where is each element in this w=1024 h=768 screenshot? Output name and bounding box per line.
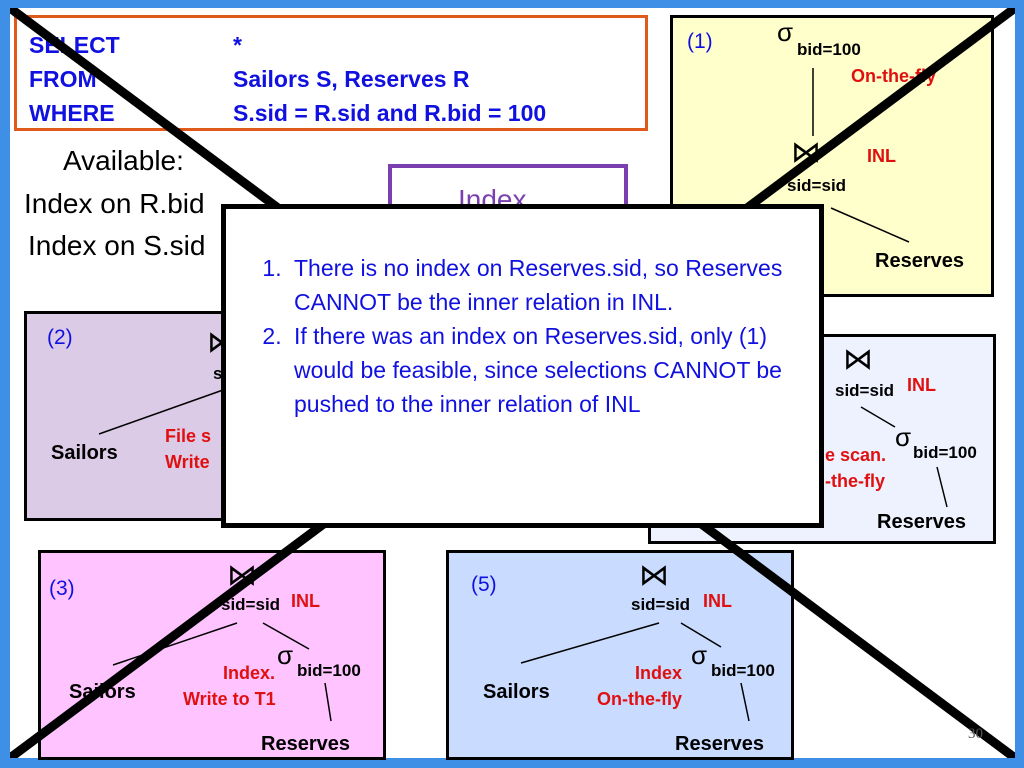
plan-2-select-method-line2: Write	[165, 452, 210, 472]
plan-4-select-method-line2: -the-fly	[825, 471, 885, 491]
sql-select-value: *	[233, 32, 242, 58]
plan-5-join-method: INL	[703, 591, 732, 611]
available-index-ssid: Index on S.sid	[28, 230, 206, 261]
plan-4-join-condition: sid=sid	[835, 381, 895, 400]
plan-5-label: (5)	[471, 573, 497, 596]
plan-1-join-method: INL	[867, 146, 896, 166]
plan-1-label: (1)	[687, 30, 713, 53]
plan-5-tree-edges	[520, 622, 750, 722]
plan-5-join-condition: sid=sid	[631, 595, 691, 614]
plan-1-select-method: On-the-fly	[851, 66, 936, 86]
plan-5-select-symbol: σ	[691, 640, 708, 670]
sql-where-keyword: WHERE	[29, 100, 115, 126]
plan-3-left-leaf: Sailors	[69, 681, 136, 703]
sql-where-value: S.sid = R.sid and R.bid = 100	[233, 100, 547, 126]
plan-3-tree-edges	[112, 622, 332, 722]
plan-3-join-symbol: ⋈	[227, 559, 257, 592]
plan-2-label: (2)	[47, 326, 73, 349]
sql-from-value: Sailors S, Reserves R	[233, 66, 470, 92]
plan-3-right-leaf: Reserves	[261, 733, 350, 755]
plan-1-join-symbol: ⋈	[791, 136, 821, 169]
plan-3-label: (3)	[49, 577, 75, 600]
plan-5-join-symbol: ⋈	[639, 559, 669, 592]
slide-canvas: SELECT * FROM Sailors S, Reserves R WHER…	[10, 8, 1015, 760]
plan-3-join-condition: sid=sid	[221, 595, 281, 614]
plan-5-panel: (5) ⋈ sid=sid INL σ bid=100 Index On-the…	[446, 550, 794, 760]
plan-4-select-method-line1: e scan.	[825, 445, 887, 465]
plan-3-select-symbol: σ	[277, 640, 294, 670]
plan-3-select-method-line1: Index.	[223, 663, 276, 683]
available-index-rbid: Index on R.bid	[24, 188, 205, 219]
sql-select-keyword: SELECT	[29, 32, 120, 58]
plan-1-join-condition: sid=sid	[787, 176, 847, 195]
plan-5-select-method-line1: Index	[635, 663, 683, 683]
plan-4-select-condition: bid=100	[913, 443, 977, 462]
available-title: Available:	[63, 145, 184, 176]
plan-5-select-condition: bid=100	[711, 661, 775, 680]
plan-3-panel: (3) ⋈ sid=sid INL σ bid=100 Index. Write…	[38, 550, 386, 760]
plan-4-right-leaf: Reserves	[877, 511, 966, 533]
plan-2-select-method-line1: File s	[165, 426, 212, 446]
plan-3-select-method-line2: Write to T1	[183, 689, 276, 709]
plan-4-select-symbol: σ	[895, 422, 912, 452]
plan-2-left-leaf: Sailors	[51, 442, 118, 464]
sql-from-keyword: FROM	[29, 66, 97, 92]
explanation-item-1: There is no index on Reserves.sid, so Re…	[288, 251, 819, 319]
page-number: 30	[968, 726, 983, 742]
plan-3-join-method: INL	[291, 591, 320, 611]
plan-4-join-method: INL	[907, 375, 936, 395]
plan-5-left-leaf: Sailors	[483, 681, 550, 703]
explanation-note-box: There is no index on Reserves.sid, so Re…	[221, 204, 824, 528]
plan-1-select-condition: bid=100	[797, 40, 861, 59]
explanation-item-2: If there was an index on Reserves.sid, o…	[288, 319, 819, 421]
plan-4-join-symbol: ⋈	[843, 343, 873, 376]
sql-query-box: SELECT * FROM Sailors S, Reserves R WHER…	[14, 15, 648, 131]
plan-5-select-method-line2: On-the-fly	[597, 689, 682, 709]
plan-1-right-leaf: Reserves	[875, 250, 964, 272]
plan-3-select-condition: bid=100	[297, 661, 361, 680]
explanation-list: There is no index on Reserves.sid, so Re…	[226, 251, 819, 421]
plan-5-right-leaf: Reserves	[675, 733, 764, 755]
plan-1-select-symbol: σ	[777, 17, 794, 47]
